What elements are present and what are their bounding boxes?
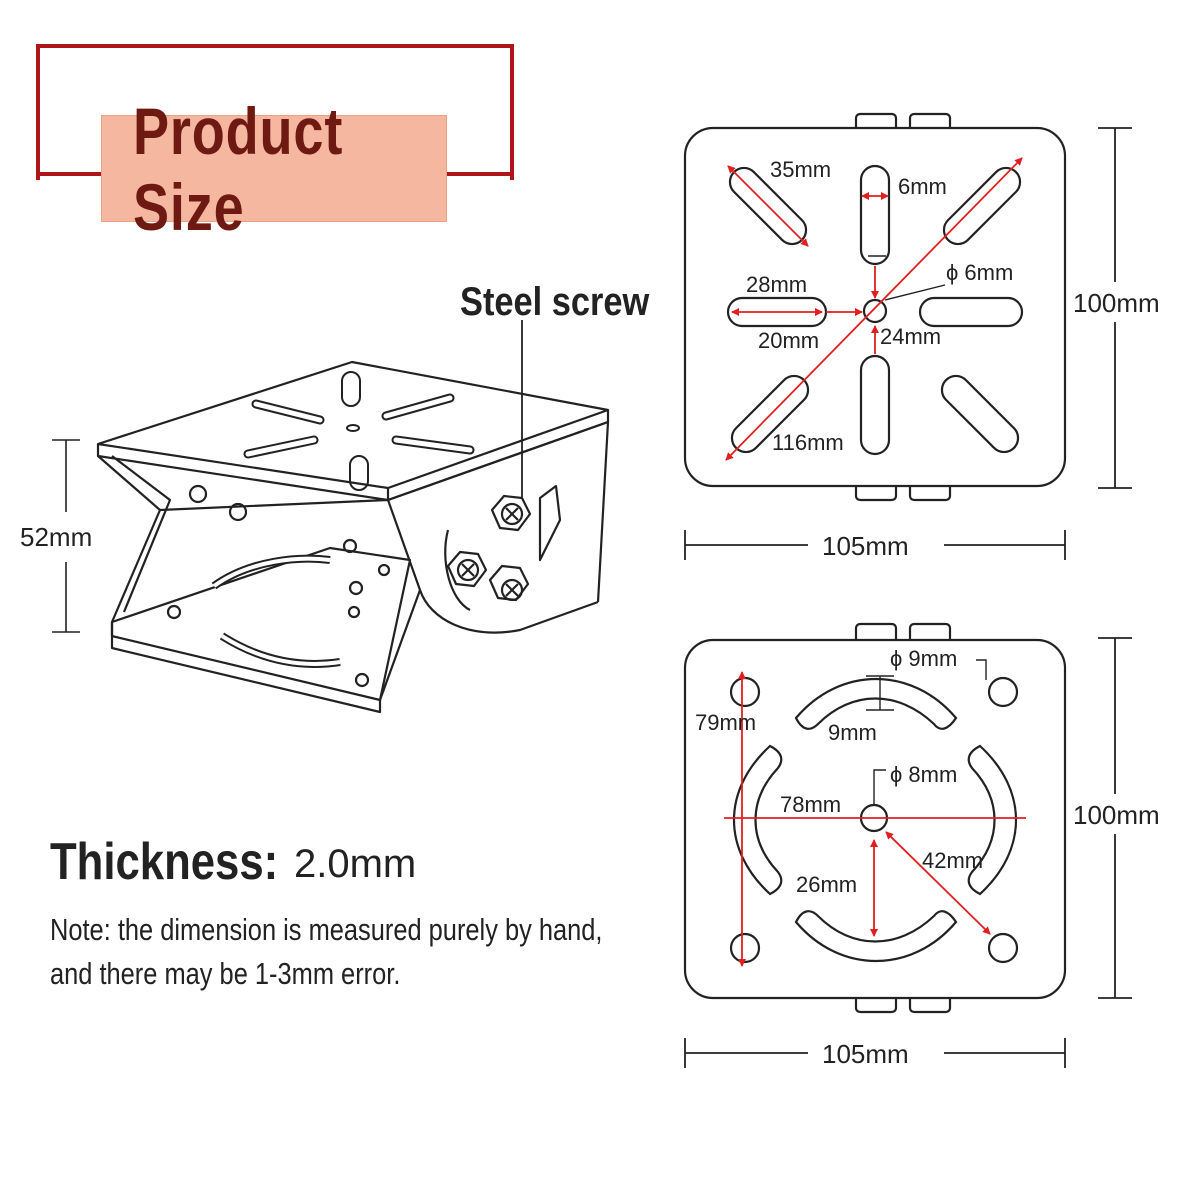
bottom-width-label: 105mm	[822, 1039, 909, 1069]
bottom-dist-79-label: 79mm	[695, 710, 757, 735]
page-title: Product Size	[132, 93, 344, 244]
top-slot-35-label: 35mm	[770, 157, 832, 182]
bottom-plate-drawing	[683, 622, 1132, 1068]
note-line-1: Note: the dimension is measured purely b…	[50, 912, 603, 947]
top-slot-28-label: 28mm	[746, 272, 808, 297]
thickness-value: 2.0mm	[294, 842, 417, 886]
height-label: 52mm	[20, 522, 93, 552]
heading-box: Product Size	[101, 94, 447, 244]
bottom-height-label: 100mm	[1073, 800, 1160, 830]
bottom-dist-42-label: 42mm	[922, 848, 984, 873]
screw-label: Steel screw	[460, 280, 650, 324]
top-gap-20-label: 20mm	[758, 328, 820, 353]
top-hole-6-label: ϕ 6mm	[946, 260, 1014, 285]
bottom-hole-8-label: ϕ 8mm	[890, 762, 958, 787]
heading-frame-segment	[446, 172, 510, 176]
bottom-dist-26-label: 26mm	[796, 872, 858, 897]
thickness-label: Thickness:	[50, 833, 279, 891]
bottom-hole-9-label: ϕ 9mm	[890, 646, 958, 671]
top-gap-24-label: 24mm	[880, 324, 942, 349]
top-width-label: 105mm	[822, 531, 909, 561]
heading-frame-segment	[36, 172, 102, 176]
bottom-dist-78-label: 78mm	[780, 792, 842, 817]
note-line-2: and there may be 1-3mm error.	[50, 956, 401, 991]
heading-frame	[36, 44, 514, 180]
bracket-3d-drawing	[52, 320, 610, 714]
bottom-slot-9-label: 9mm	[828, 720, 877, 745]
top-height-label: 100mm	[1073, 288, 1160, 318]
top-diag-116-label: 116mm	[772, 430, 844, 455]
top-slot-6-label: 6mm	[898, 174, 947, 199]
top-plate-drawing	[683, 112, 1132, 560]
